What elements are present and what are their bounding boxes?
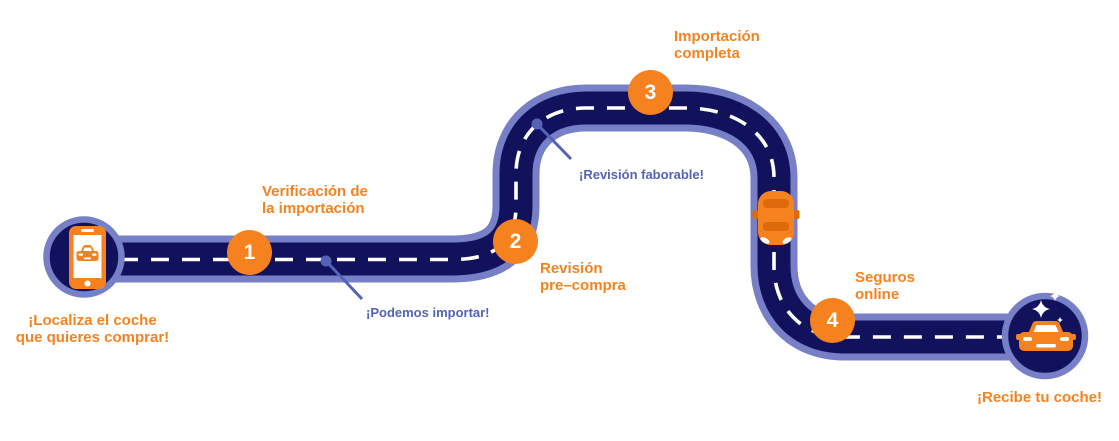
step-1-marker: 1 — [227, 230, 272, 275]
end-caption: ¡Recibe tu coche! — [977, 389, 1103, 406]
callout-2-dot — [531, 118, 543, 130]
end-node — [1001, 291, 1089, 380]
sparkle-icons — [1032, 291, 1063, 323]
step-1-label: Verificación de la importación — [262, 183, 368, 217]
step-3-label: Importación completa — [674, 28, 760, 62]
step-4-number: 4 — [826, 308, 839, 332]
start-caption: ¡Localiza el coche que quieres comprar! — [15, 312, 170, 346]
callout-1-dot — [320, 255, 332, 267]
step-3-number: 3 — [644, 80, 657, 104]
step-2-label: Revisión pre–compra — [540, 260, 626, 294]
step-4-marker: 4 — [810, 298, 855, 343]
step-1-number: 1 — [243, 240, 256, 264]
step-3-marker: 3 — [628, 70, 673, 115]
step-2-number: 2 — [509, 229, 522, 253]
smartphone-car-icon — [69, 226, 106, 289]
car-on-screen-glyph — [76, 245, 99, 261]
callout-1-connector — [320, 255, 364, 301]
callout-1-text: ¡Podemos importar! — [366, 305, 490, 320]
car-top-view-icon — [752, 191, 800, 245]
callout-2-text: ¡Revisión faborable! — [579, 167, 704, 182]
step-2-marker: 2 — [493, 219, 538, 264]
step-4-label: Seguros online — [855, 269, 916, 303]
start-node — [43, 216, 125, 298]
new-car-sparkles-icon — [1016, 291, 1076, 351]
road-center-dashes — [120, 106, 1010, 339]
callout-2-connector — [531, 118, 573, 161]
